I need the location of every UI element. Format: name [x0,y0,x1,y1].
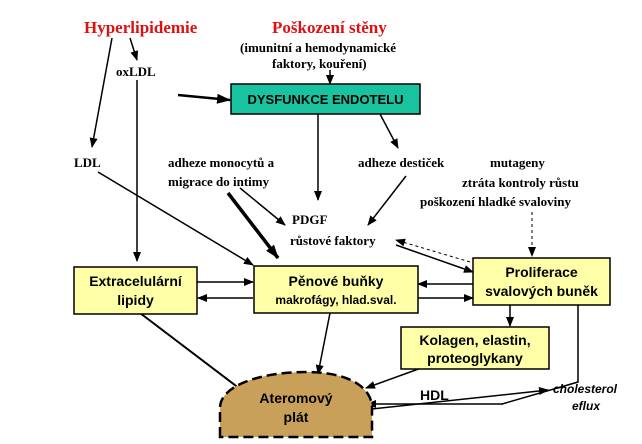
extracelularni-box [73,266,198,315]
label-rustove: růstové faktory [290,233,376,248]
arrow-dysfunkce-to-desticky [379,113,399,149]
arrow-extracel-to-ateromovy [139,312,249,396]
poskozeni-sub1: (imunitní a hemodynamické [240,40,396,55]
extracel-label2: lipidy [117,292,154,308]
kolagen-box [400,326,550,370]
label-ztrata1: ztráta kontroly růstu [462,175,579,190]
arrow-mono-to-pdgf [239,187,286,226]
ateromovy-plat-shape [218,370,374,439]
ateromovy-label2: plát [284,409,309,425]
label-adheze-desticek: adheze destiček [358,155,445,170]
arrow-cholesterol-eflux [371,386,549,410]
arrow-prolif-to-rustove-dashed [395,238,471,263]
prolif-label1: Proliferace [505,264,578,280]
kolagen-label1: Kolagen, elastin, [419,332,530,348]
label-cholesterol: cholesterol [553,382,618,396]
label-adheze-mono2: migrace do intimy [168,174,270,189]
arrow-hyper-to-oxldl [129,37,139,61]
label-oxldl: oxLDL [116,64,156,79]
proliferace-box [472,257,611,306]
ateromovy-label1: Ateromový [259,390,332,406]
label-eflux: eflux [572,399,601,413]
penove-bunky-box [253,265,419,314]
connectors [89,37,579,410]
label-adheze-mono1: adheze monocytů a [168,155,275,170]
label-pdgf: PDGF [292,212,327,227]
arrow-hyper-to-ldl [89,37,113,148]
label-hdl: HDL [420,387,449,403]
label-mutageny: mutageny [490,155,545,170]
prolif-label2: svalových buněk [485,283,598,299]
title-poskozeni-steny: Poškození stěny [272,18,387,37]
extracel-label1: Extracelulární [89,273,183,289]
kolagen-label2: proteoglykany [427,350,523,366]
dysfunkce-endotelu-box [230,83,421,115]
arrow-rustove-to-prolif [395,244,474,273]
title-hyperlipidemie: Hyperlipidemie [84,18,198,37]
arrow-kolagen-to-ateromovy [365,366,425,389]
label-ldl: LDL [74,155,101,170]
arrow-desticky-to-rustove [367,175,407,226]
arrow-penove-to-ateromovy [315,312,331,375]
arrow-oxldl-to-dysfunkce [177,93,231,104]
penove-label2: makrofágy, hlad.sval. [275,293,396,307]
label-ztrata2: poškození hladké svaloviny [420,194,571,209]
arrow-mono-to-penove [226,191,280,260]
poskozeni-sub2: faktory, kouření) [272,56,367,71]
penove-label1: Pěnové buňky [289,273,384,289]
line-prolif-to-hdl [501,305,579,405]
dysfunkce-label: DYSFUNKCE ENDOTELU [247,92,403,107]
arrow-ldl-to-penove [97,171,254,266]
